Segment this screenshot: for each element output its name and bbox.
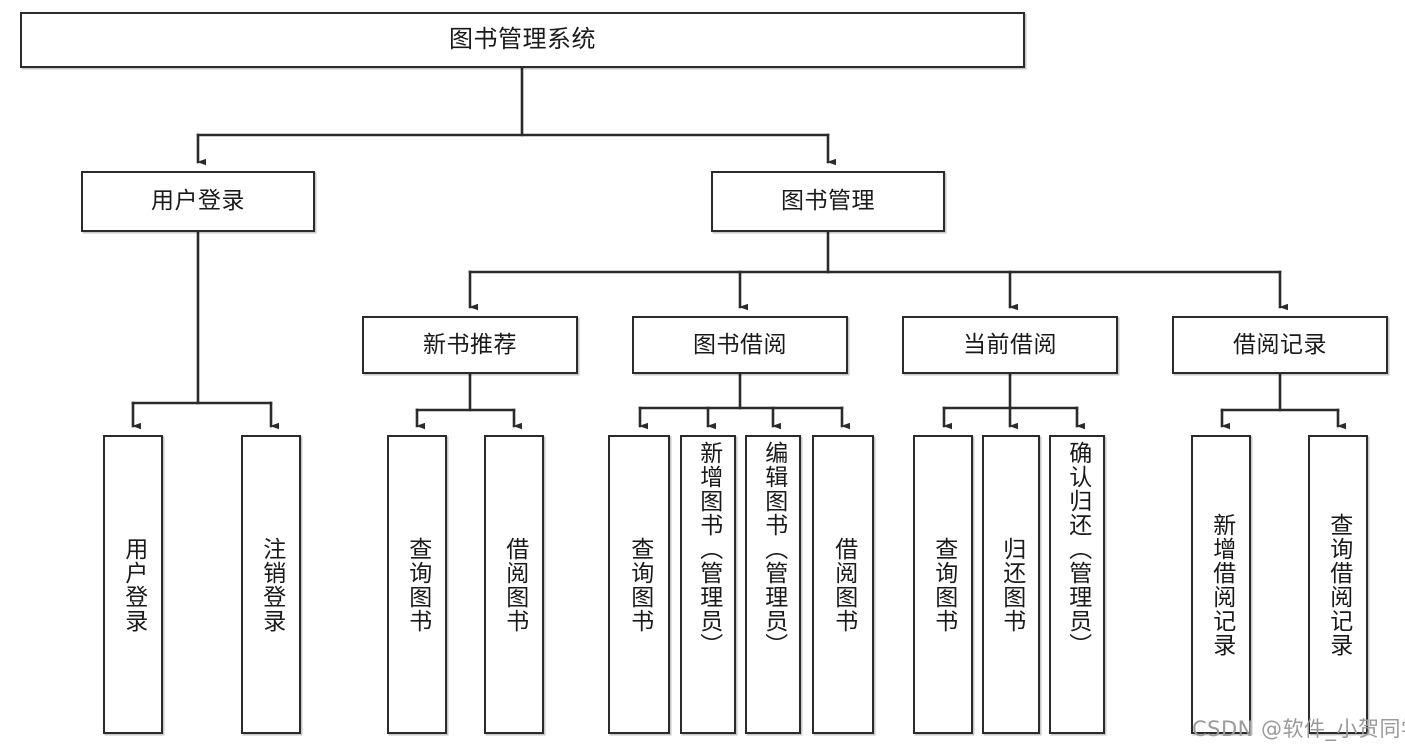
leaf-borrow-record-add-record[interactable]: 新增借阅记录 bbox=[1191, 435, 1251, 734]
watermark-text: CSDN @软件_小贺同学 bbox=[1192, 717, 1405, 741]
leaf-new-book-query-book[interactable]: 查询图书 bbox=[387, 435, 447, 734]
node-label: 借阅图书 bbox=[830, 536, 857, 633]
node-label: 新书推荐 bbox=[423, 331, 517, 358]
node-label: 查询图书 bbox=[930, 536, 957, 633]
node-label: 借阅图书 bbox=[501, 536, 528, 633]
node-label: 注销登录 bbox=[258, 536, 285, 633]
node-current-borrow[interactable]: 当前借阅 bbox=[902, 316, 1118, 374]
leaf-current-borrow-return-book[interactable]: 归还图书 bbox=[982, 435, 1040, 734]
leaf-user-login-login[interactable]: 用户登录 bbox=[103, 435, 163, 734]
node-label: 归还图书 bbox=[998, 536, 1025, 633]
node-new-book-recommend[interactable]: 新书推荐 bbox=[362, 316, 578, 374]
leaf-book-borrow-edit-book-admin[interactable]: 编辑图书（管理员） bbox=[745, 435, 801, 734]
node-label: 图书管理 bbox=[781, 188, 875, 215]
node-label: 新增图书（管理员） bbox=[695, 441, 722, 657]
leaf-current-borrow-confirm-return-admin[interactable]: 确认归还（管理员） bbox=[1049, 435, 1105, 734]
edges-root-to-level2 bbox=[196, 66, 836, 166]
edges-currentborrow-to-leaves bbox=[942, 372, 1085, 430]
csdn-watermark: CSDN @软件_小贺同学 bbox=[1192, 713, 1405, 743]
edges-bookmgmt-to-level3 bbox=[468, 230, 1288, 311]
node-label: 查询图书 bbox=[626, 536, 653, 633]
edges-newbook-to-leaves bbox=[415, 372, 522, 430]
node-label: 确认归还（管理员） bbox=[1064, 441, 1091, 657]
leaf-new-book-borrow-book[interactable]: 借阅图书 bbox=[484, 435, 544, 734]
node-label: 图书借阅 bbox=[693, 331, 787, 358]
leaf-book-borrow-borrow-book[interactable]: 借阅图书 bbox=[812, 435, 874, 734]
edges-bookborrow-to-leaves bbox=[638, 372, 850, 430]
edges-userlogin-to-leaves bbox=[131, 230, 279, 430]
node-label: 查询借阅记录 bbox=[1325, 512, 1352, 657]
leaf-book-borrow-add-book-admin[interactable]: 新增图书（管理员） bbox=[680, 435, 736, 734]
leaf-user-login-logout[interactable]: 注销登录 bbox=[241, 435, 301, 734]
node-label: 用户登录 bbox=[151, 188, 245, 215]
node-label: 借阅记录 bbox=[1233, 331, 1327, 358]
edges-borrowrecord-to-leaves bbox=[1220, 372, 1346, 430]
node-label: 用户登录 bbox=[120, 536, 147, 633]
node-book-management[interactable]: 图书管理 bbox=[711, 171, 945, 232]
node-book-borrow[interactable]: 图书借阅 bbox=[632, 316, 848, 374]
leaf-borrow-record-query-record[interactable]: 查询借阅记录 bbox=[1308, 435, 1368, 734]
node-label: 新增借阅记录 bbox=[1208, 512, 1235, 657]
node-label: 编辑图书（管理员） bbox=[760, 441, 787, 657]
node-user-login[interactable]: 用户登录 bbox=[81, 171, 315, 232]
node-label: 图书管理系统 bbox=[449, 25, 596, 54]
leaf-book-borrow-query-book[interactable]: 查询图书 bbox=[608, 435, 670, 734]
node-label: 查询图书 bbox=[404, 536, 431, 633]
node-borrow-record[interactable]: 借阅记录 bbox=[1172, 316, 1388, 374]
leaf-current-borrow-query-book[interactable]: 查询图书 bbox=[913, 435, 973, 734]
node-label: 当前借阅 bbox=[963, 331, 1057, 358]
node-root-book-management-system[interactable]: 图书管理系统 bbox=[20, 12, 1025, 68]
